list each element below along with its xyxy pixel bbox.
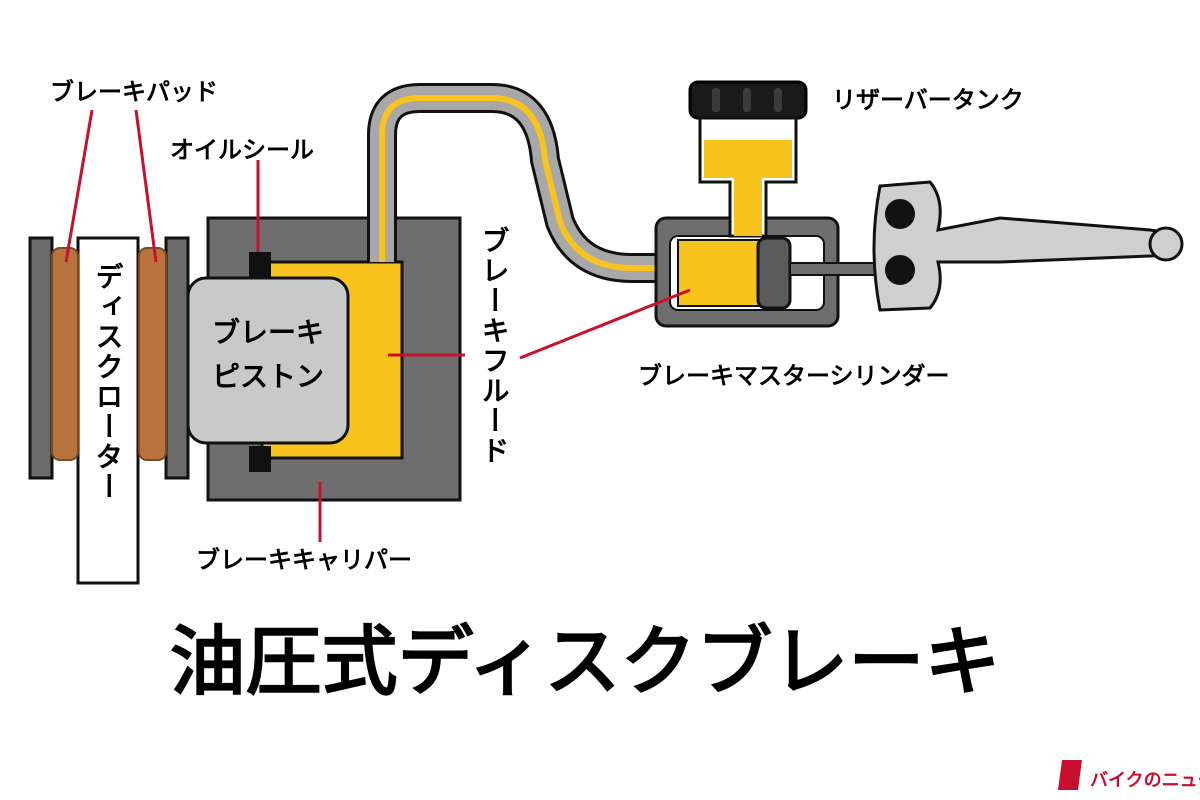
brake-lever-tip	[1148, 226, 1184, 262]
watermark-text: バイクのニュース	[1090, 770, 1200, 791]
reservoir-fluid	[704, 140, 792, 236]
brake-pads	[51, 247, 167, 461]
label-brake-piston-line1: ブレーキ	[212, 316, 324, 349]
brake-lever-pivot-bottom	[885, 255, 915, 285]
leader-brake-fluid-right	[519, 288, 691, 360]
brake-master-cylinder	[654, 216, 895, 328]
brake-lever	[872, 180, 1184, 312]
brake-pad-right	[138, 247, 167, 461]
leader-brake-pad-left	[64, 109, 94, 263]
master-cylinder-piston	[756, 236, 792, 310]
label-reservoir-tank: リザーバータンク	[832, 86, 1024, 114]
brake-lever-body	[872, 180, 1172, 312]
oil-seal-top	[249, 252, 271, 278]
label-brake-pad: ブレーキパッド	[50, 78, 218, 106]
brake-hose-fluid	[379, 95, 672, 271]
disc-rotor-center	[76, 236, 140, 585]
brake-caliper	[186, 216, 462, 502]
disc-rotor-left-plate	[28, 236, 54, 480]
brake-hose	[367, 83, 672, 283]
label-brake-fluid: ブレーキフルード	[478, 226, 511, 466]
diagram-title: 油圧式ディスクブレーキ	[170, 617, 1001, 706]
label-oil-seal: オイルシール	[170, 136, 314, 164]
master-cylinder-fluid	[677, 239, 771, 307]
reservoir-cap-rib-1	[712, 88, 720, 112]
reservoir-tank	[688, 80, 808, 238]
leader-lines	[64, 109, 691, 542]
oil-seal-bottom	[249, 446, 271, 472]
brake-lever-pivot-top	[885, 199, 915, 229]
watermark: バイクのニュース	[1058, 760, 1200, 791]
disc-rotor-right-plate	[164, 236, 190, 480]
label-disc-rotor: ディスクローター	[92, 262, 125, 502]
reservoir-cap-rib-2	[743, 88, 751, 112]
reservoir-cap-rib-3	[774, 88, 782, 112]
label-brake-caliper: ブレーキキャリパー	[196, 546, 412, 574]
leader-brake-pad-right	[134, 109, 158, 263]
label-brake-piston-line2: ピストン	[212, 360, 324, 393]
brake-pad-left	[51, 247, 79, 461]
label-master-cylinder: ブレーキマスターシリンダー	[638, 362, 950, 390]
watermark-logo-mark	[1058, 760, 1082, 790]
